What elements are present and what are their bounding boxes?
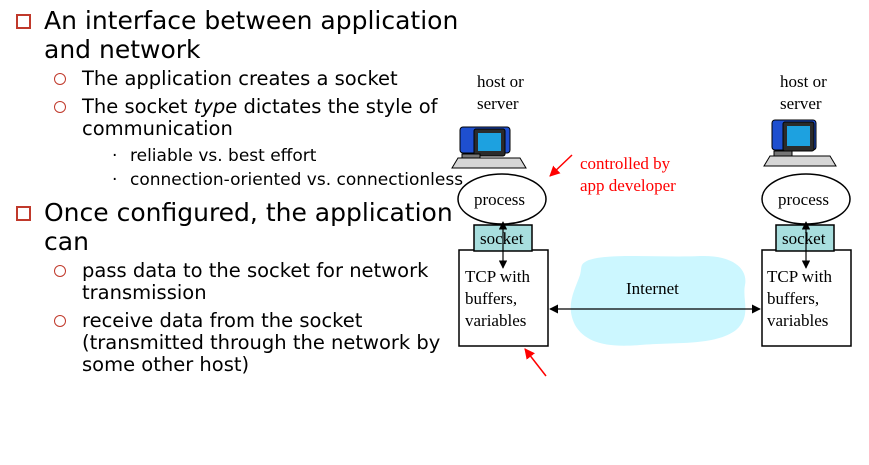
subsub-reliable-text: reliable vs. best effort	[130, 146, 317, 166]
bullet-once-configured: Once configured, the application can	[14, 198, 464, 256]
right-host-label-1: host or	[780, 72, 827, 91]
bullet-list: An interface between application and net…	[14, 6, 464, 382]
subbullet-socket-type-pre: The socket	[82, 95, 194, 118]
circle-bullet-icon	[54, 315, 66, 327]
left-tcp-label-1: TCP with	[465, 267, 531, 286]
internet-cloud	[570, 255, 746, 346]
bullet-interface: An interface between application and net…	[14, 6, 464, 64]
right-tcp-label-2: buffers,	[767, 289, 819, 308]
bullet-once-configured-text: Once configured, the application can	[44, 198, 453, 256]
square-bullet-icon	[16, 14, 31, 29]
right-tcp-label-3: variables	[767, 311, 828, 330]
subbullet-receive-data-text: receive data from the socket (transmitte…	[82, 309, 441, 376]
subsub-reliable: · reliable vs. best effort	[112, 146, 464, 166]
circle-bullet-icon	[54, 265, 66, 277]
tcp-arrow	[524, 348, 547, 377]
controlled-by-label-2: app developer	[580, 176, 676, 195]
subbullet-socket-type: The socket type dictates the style of co…	[48, 96, 464, 140]
bullet-interface-text: An interface between application and net…	[44, 6, 459, 64]
internet-label: Internet	[626, 279, 679, 298]
subbullet-creates-socket: The application creates a socket	[48, 68, 464, 90]
circle-bullet-icon	[54, 73, 66, 85]
subsub-connection-text: connection-oriented vs. connectionless	[130, 170, 464, 190]
subbullet-socket-type-em: type	[193, 95, 238, 118]
subsub-connection: · connection-oriented vs. connectionless	[112, 170, 464, 190]
left-tcp-label-2: buffers,	[465, 289, 517, 308]
subbullet-pass-data-text: pass data to the socket for network tran…	[82, 259, 429, 304]
left-socket-label: socket	[480, 229, 524, 248]
right-socket-label: socket	[782, 229, 826, 248]
right-computer-icon	[763, 119, 837, 167]
dot-bullet-icon: ·	[112, 146, 118, 166]
circle-bullet-icon	[54, 101, 66, 113]
controlled-by-label-1: controlled by	[580, 154, 671, 173]
square-bullet-icon	[16, 206, 31, 221]
dot-bullet-icon: ·	[112, 170, 118, 190]
controlled-arrow	[549, 154, 573, 177]
subbullet-pass-data: pass data to the socket for network tran…	[48, 260, 464, 304]
right-process-label: process	[778, 190, 829, 209]
subbullet-socket-type-post: dictates the style of communication	[82, 95, 438, 140]
left-host-label-2: server	[477, 94, 519, 113]
left-host-label-1: host or	[477, 72, 524, 91]
right-host-label-2: server	[780, 94, 822, 113]
subbullet-creates-socket-text: The application creates a socket	[82, 67, 398, 90]
left-process-label: process	[474, 190, 525, 209]
right-tcp-label-1: TCP with	[767, 267, 833, 286]
subbullet-receive-data: receive data from the socket (transmitte…	[48, 310, 464, 376]
left-tcp-label-3: variables	[465, 311, 526, 330]
left-computer-icon	[451, 126, 527, 169]
